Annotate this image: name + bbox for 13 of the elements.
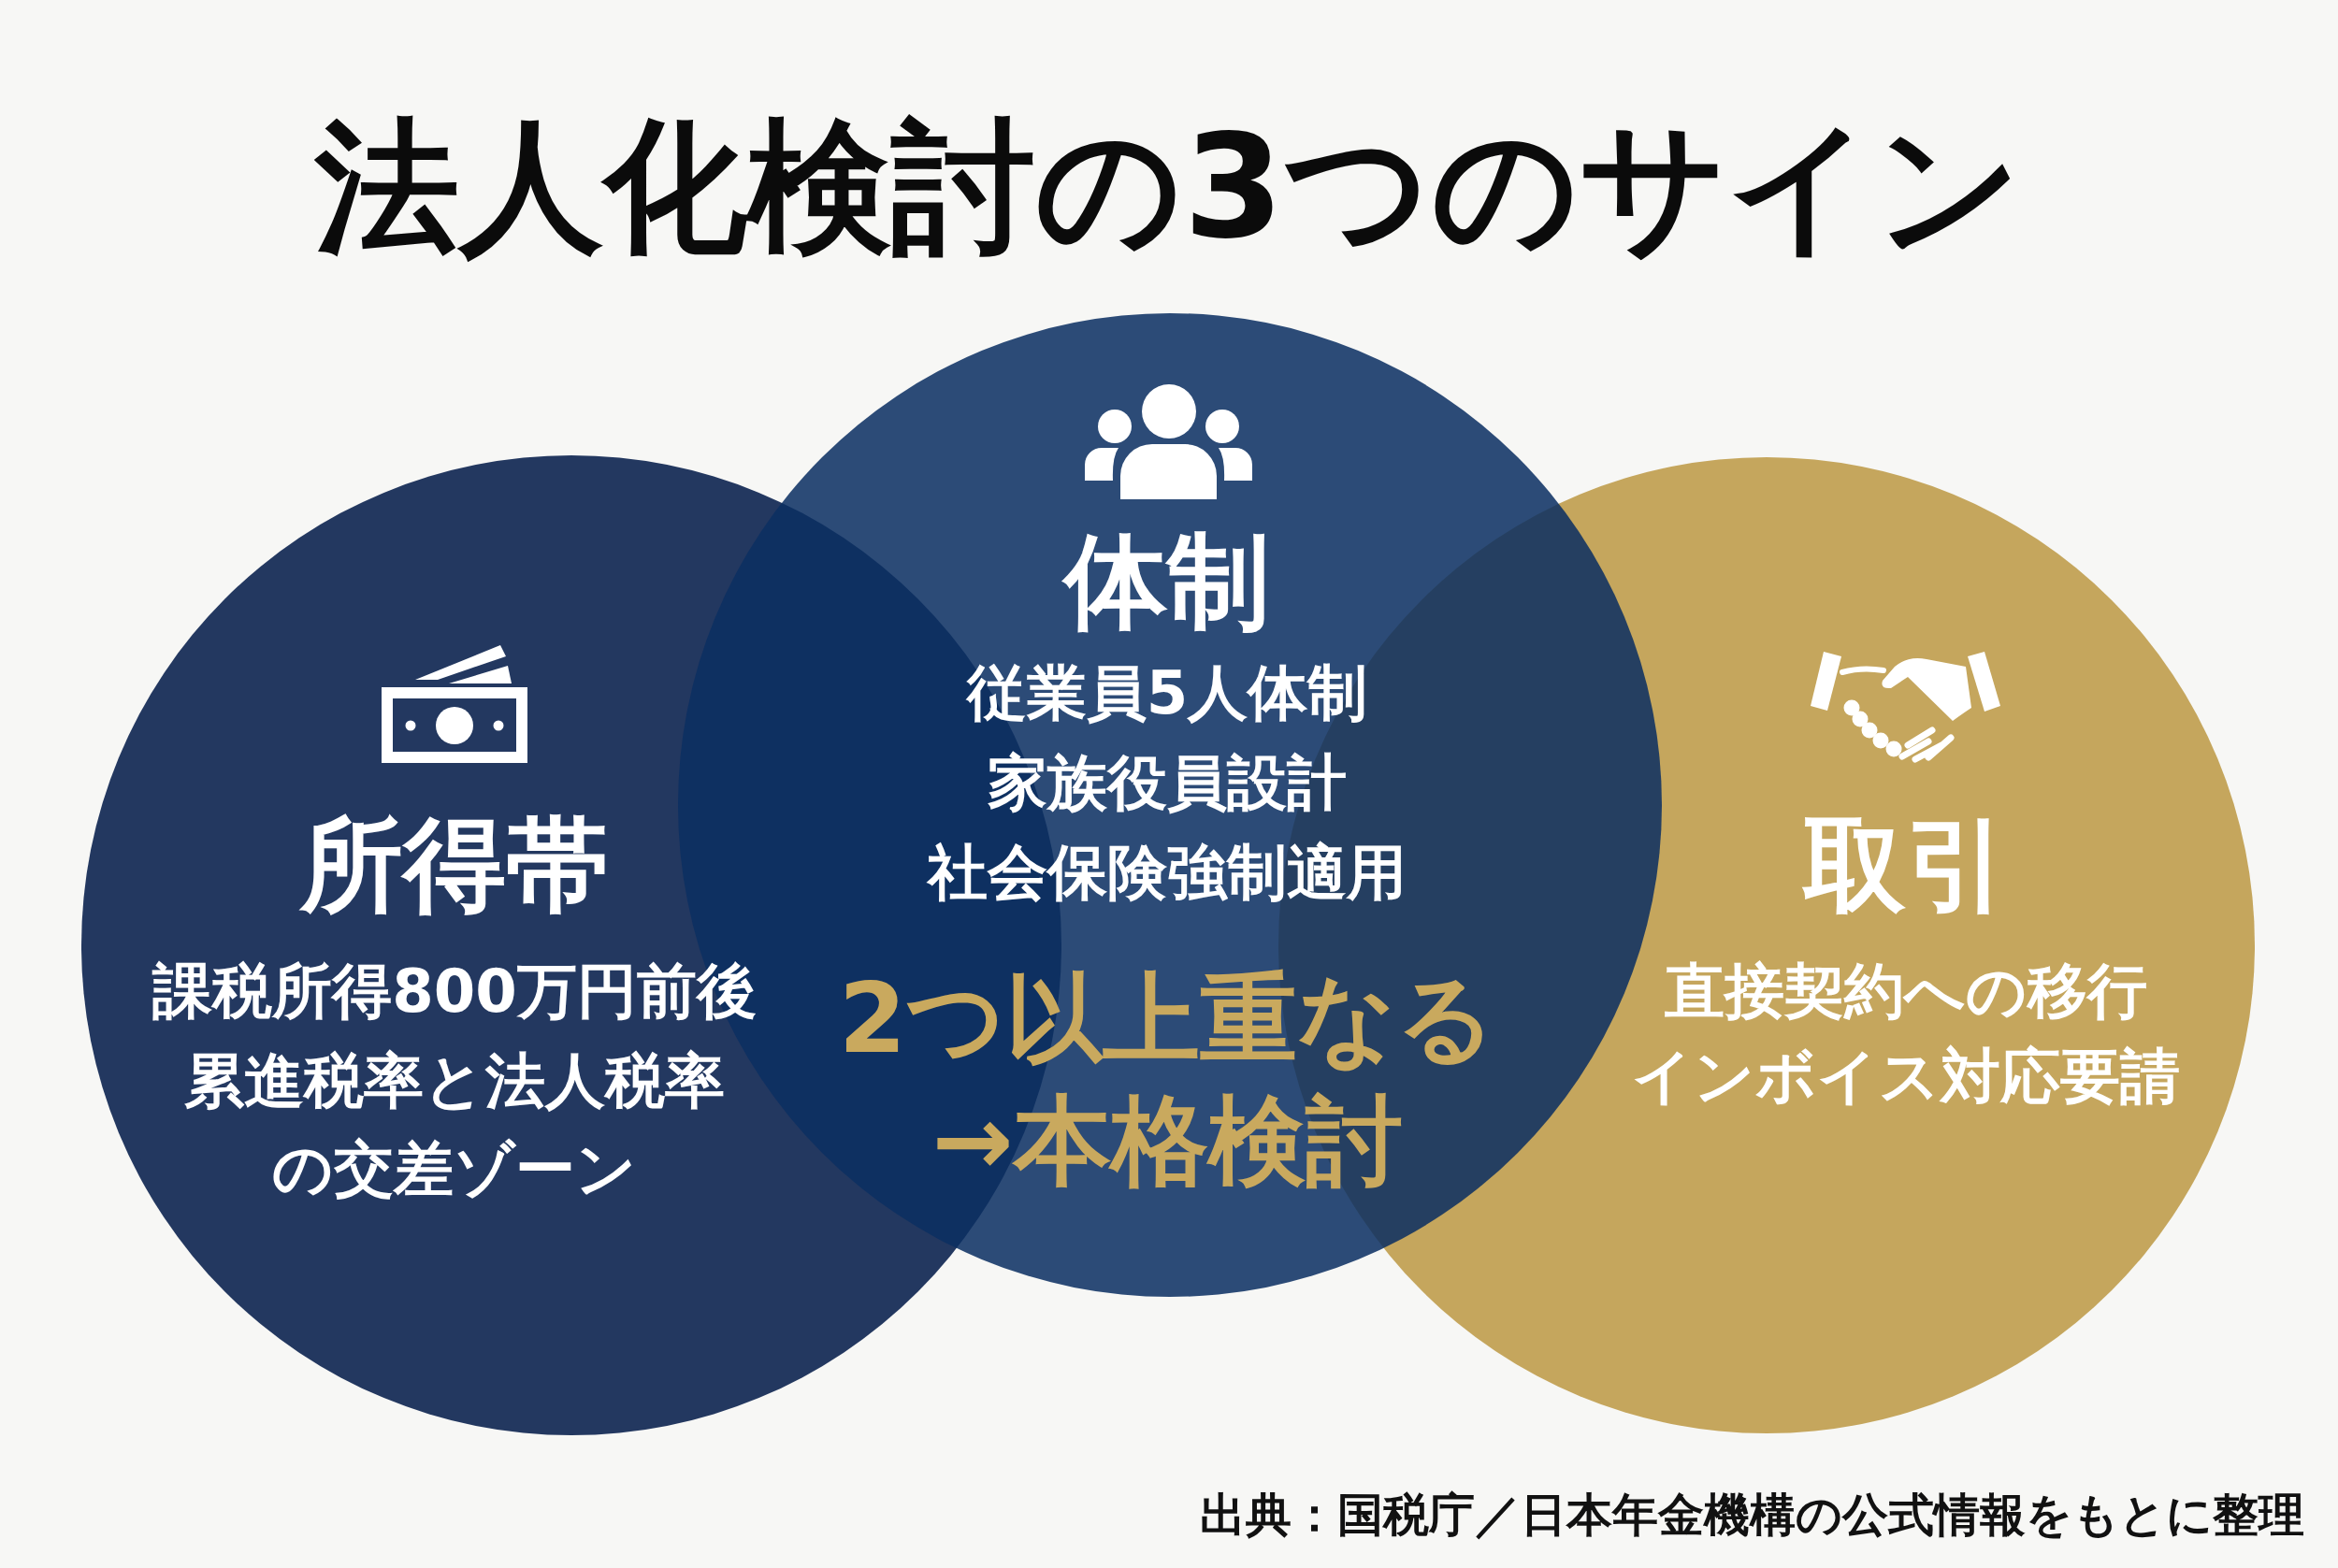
title: 法人化検討の3つのサイン [313,102,2024,272]
circle-text: 社会保険強制適用 [926,837,1407,909]
circle-text: 直接契約への移行 [1664,956,2148,1028]
source-note: 出典：国税庁／日本年金機構の公式情報をもとに整理 [1200,1488,2304,1544]
circle-text: インボイス対応要請 [1631,1041,2181,1113]
circle-heading: 体制 [840,520,1494,643]
circle-text: 累進税率と法人税率の交差ゾーン [183,1045,726,1205]
circle-heading: 取引 [1801,804,2010,927]
conclusion-text: 2つ以上重なる→本格検討 [837,960,1497,1200]
circle-text: 課税所得800万円前後 [151,956,758,1028]
circle-heading: 所得帯 [298,804,610,927]
circle-text: 家族役員設計 [987,747,1348,819]
circle-text: 従業員5人体制 [965,657,1369,729]
